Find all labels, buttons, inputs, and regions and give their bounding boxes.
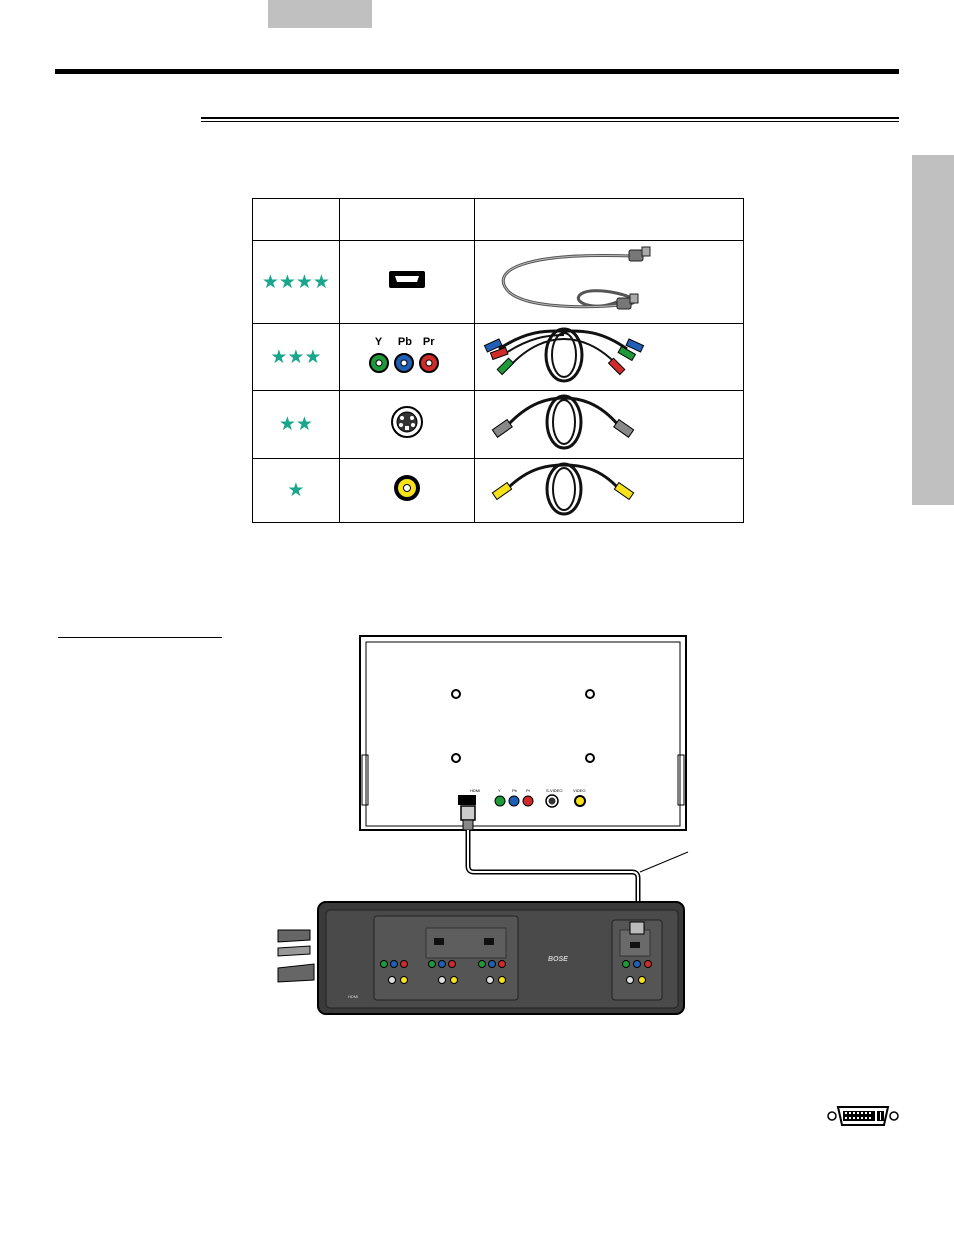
tv-svideo-label: S-VIDEO — [546, 788, 562, 793]
rating-stars: ★ — [287, 480, 305, 501]
table-header-row — [252, 198, 744, 241]
dvi-connector-icon — [827, 1106, 899, 1126]
s-video-cable-icon — [491, 394, 635, 450]
rating-stars: ★★★ — [270, 346, 322, 368]
header-connector — [338, 198, 476, 241]
header-cable — [474, 198, 744, 241]
tv-video-label: VIDEO — [573, 788, 585, 793]
hdmi-cable-icon — [501, 246, 651, 309]
top-rule — [55, 69, 899, 74]
s-video-port-icon — [390, 406, 423, 438]
console-hdmi-logo: HDMI — [348, 994, 358, 999]
connection-diagram: HDMI Y Pb Pr S-VIDEO VIDEO — [277, 635, 689, 1015]
table-row: ★★ — [252, 390, 744, 459]
component-cable-icon — [483, 327, 645, 382]
pb-label: Pb — [397, 336, 412, 348]
subsection-rule — [58, 637, 222, 638]
side-tab — [912, 155, 954, 505]
table-row: ★★★★ — [252, 240, 744, 324]
hdmi-port-icon — [388, 270, 425, 288]
pr-label: Pr — [422, 336, 435, 348]
media-console: BOSE HDMI — [277, 901, 685, 1015]
tv-pr-label: Pr — [526, 788, 531, 793]
rating-stars: ★★★★ — [261, 271, 330, 293]
table-row: ★★★ Y Pb Pr — [252, 323, 744, 391]
section-rule — [201, 117, 899, 122]
rating-stars: ★★ — [278, 414, 313, 435]
composite-cable-icon — [491, 462, 635, 516]
component-ports-icon: Y Pb Pr — [367, 335, 447, 379]
connection-quality-table: ★★★★ ★★★ Y Pb Pr — [252, 198, 744, 523]
console-brand: BOSE — [548, 956, 568, 963]
table-row: ★ — [252, 458, 744, 523]
header-tab — [268, 0, 372, 28]
composite-port-icon — [393, 475, 420, 501]
header-rating — [252, 198, 340, 241]
tv-pb-label: Pb — [512, 788, 518, 793]
tv-y-label: Y — [498, 788, 501, 793]
tv-rear-panel: HDMI Y Pb Pr S-VIDEO VIDEO — [359, 635, 687, 831]
tv-hdmi-label: HDMI — [470, 788, 480, 793]
y-label: Y — [374, 336, 383, 348]
